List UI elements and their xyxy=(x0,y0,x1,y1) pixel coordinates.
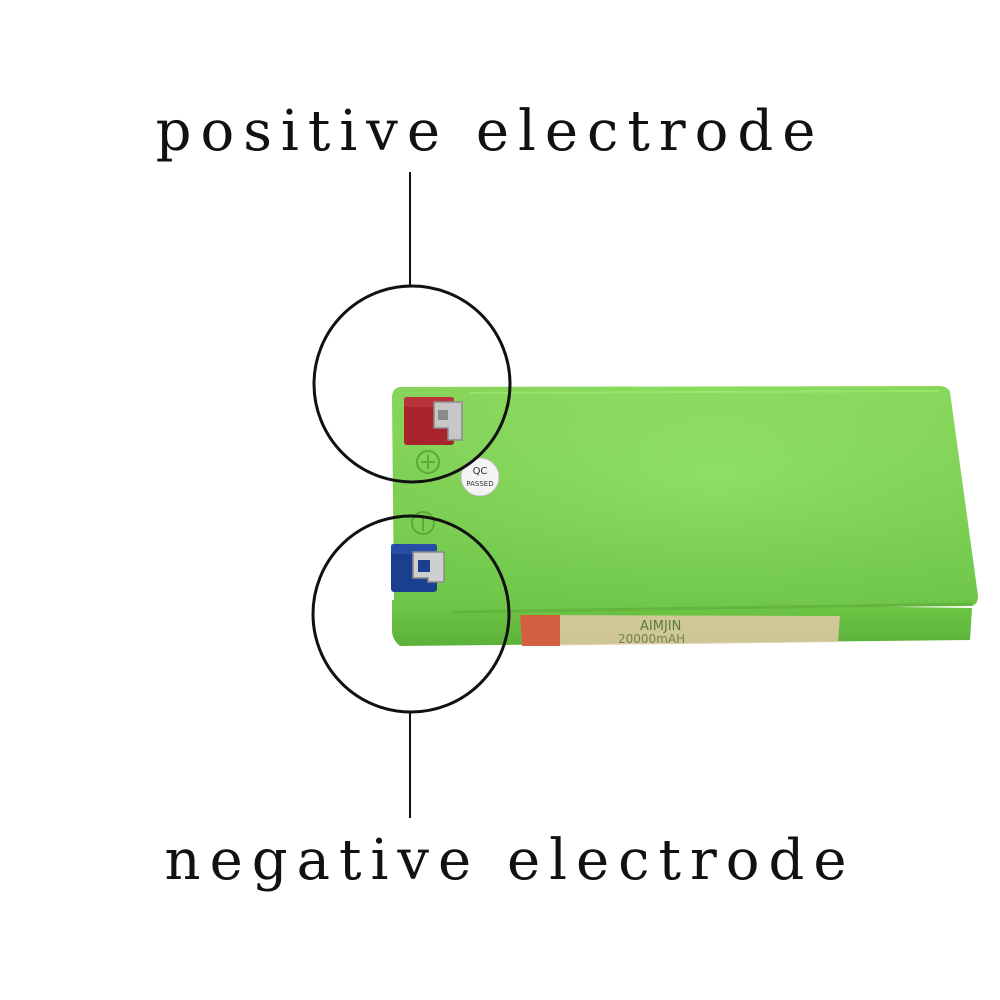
negative-callout xyxy=(311,514,511,818)
qc-passed-sticker: QC PASSED xyxy=(460,457,500,497)
positive-callout xyxy=(312,172,512,484)
brand-sticker: AIMJIN 20000mAH xyxy=(520,615,840,646)
plus-symbol-icon xyxy=(416,450,440,474)
capacity-text: 20000mAH xyxy=(618,632,685,646)
positive-electrode-label: positive electrode xyxy=(155,99,825,164)
passed-text: PASSED xyxy=(466,480,493,488)
negative-electrode-label: negative electrode xyxy=(164,828,856,893)
negative-terminal xyxy=(391,544,445,592)
qc-text: QC xyxy=(473,466,488,477)
minus-symbol-icon xyxy=(411,511,435,535)
battery-case: AIMJIN 20000mAH xyxy=(392,386,978,646)
brand-text: AIMJIN xyxy=(640,619,681,634)
positive-terminal xyxy=(404,397,463,445)
